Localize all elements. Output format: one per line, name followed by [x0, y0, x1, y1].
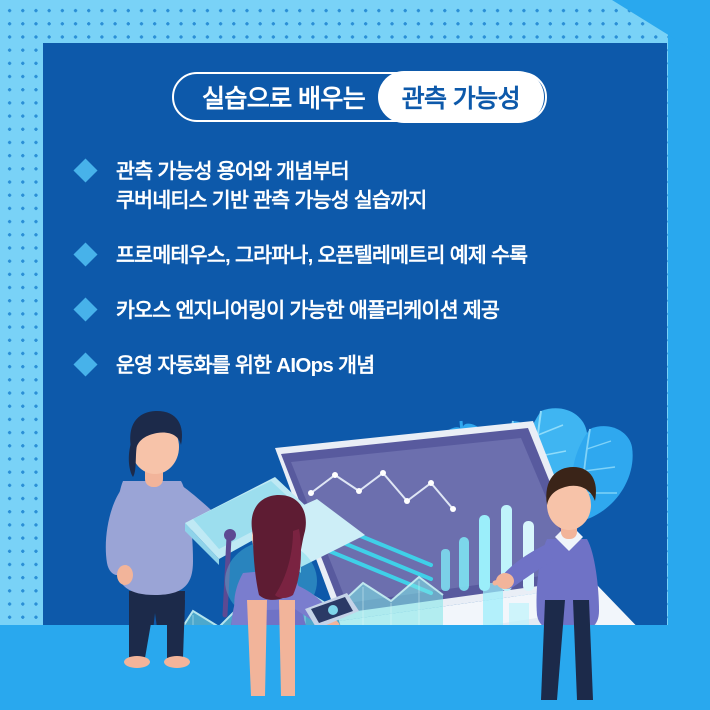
- diamond-bullet-icon: [73, 352, 98, 377]
- diamond-bullet-icon: [73, 297, 98, 322]
- floating-panel-left: [185, 477, 309, 565]
- main-panel: 실습으로 배우는 관측 가능성 관측 가능성 용어와 개념부터 쿠버네티스 기반…: [43, 43, 667, 667]
- title-highlight-pill: 관측 가능성: [377, 71, 544, 123]
- list-item: 프로메테우스, 그라파나, 오픈텔레메트리 예제 수록: [73, 241, 637, 270]
- title-highlight-text: 관측 가능성: [401, 85, 521, 113]
- feature-text: 카오스 엔지니어링이 가능한 애플리케이션 제공: [116, 299, 500, 323]
- list-item: 운영 자동화를 위한 AIOps 개념: [73, 351, 637, 380]
- screen-trend-lines: [303, 511, 433, 595]
- feature-text: 운영 자동화를 위한 AIOps 개념: [116, 354, 375, 378]
- list-item: 관측 가능성 용어와 개념부터 쿠버네티스 기반 관측 가능성 실습까지: [73, 157, 637, 215]
- floating-panel-center: [255, 499, 365, 573]
- diamond-bullet-icon: [73, 242, 98, 267]
- feature-text: 프로메테우스, 그라파나, 오픈텔레메트리 예제 수록: [116, 244, 528, 268]
- feature-list: 관측 가능성 용어와 개념부터 쿠버네티스 기반 관측 가능성 실습까지 프로메…: [73, 157, 637, 407]
- title-prefix: 실습으로 배우는: [202, 85, 366, 113]
- pointer-stick-tip: [224, 529, 236, 541]
- screen-line-chart: [308, 470, 456, 512]
- list-item: 카오스 엔지니어링이 가능한 애플리케이션 제공: [73, 296, 637, 325]
- overlap-feet-layer: [124, 600, 593, 700]
- feature-text: 관측 가능성 용어와 개념부터 쿠버네티스 기반 관측 가능성 실습까지: [116, 160, 427, 213]
- screen-bar-chart: [441, 505, 534, 591]
- diamond-bullet-icon: [73, 158, 98, 183]
- title-badge: 실습으로 배우는 관측 가능성: [172, 71, 547, 123]
- leaf-decoration: [442, 408, 633, 600]
